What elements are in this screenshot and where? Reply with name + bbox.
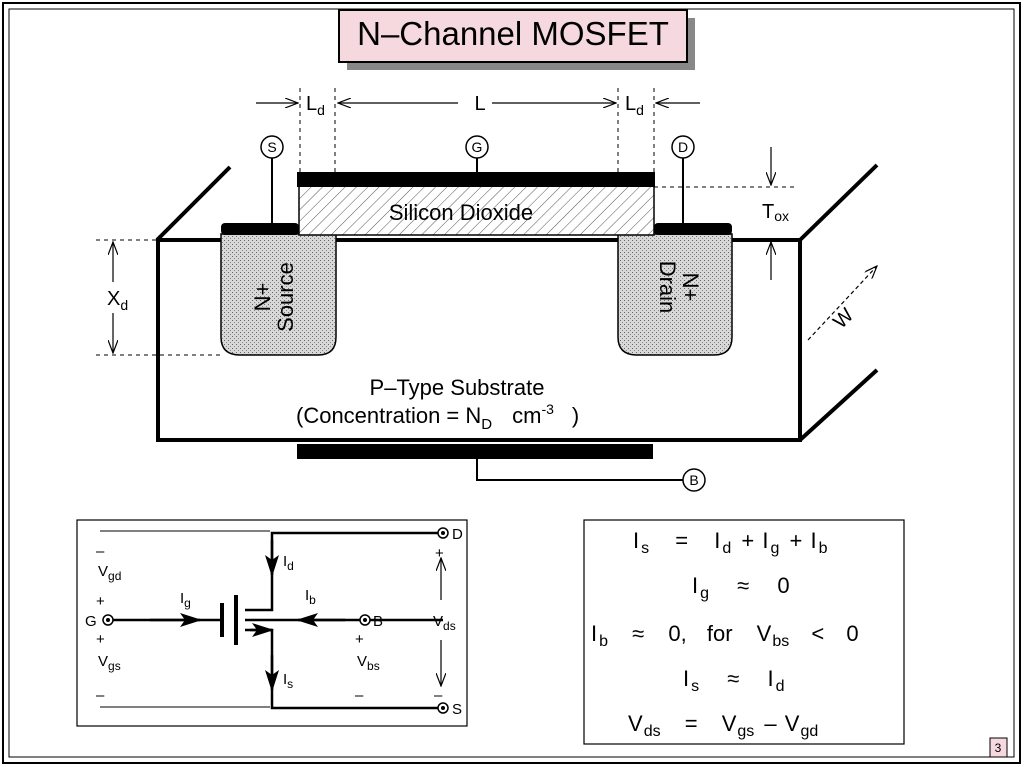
terminal-g-label: G — [472, 139, 483, 155]
silicon-dioxide — [298, 185, 655, 236]
current-arrows — [150, 540, 345, 692]
circuit-label-d: D — [452, 526, 463, 543]
terminal-d-label: D — [678, 139, 688, 155]
label-vds: Vds — [433, 613, 456, 633]
label-vgd: Vgd — [98, 563, 121, 583]
dim-l: L — [474, 93, 485, 115]
page-number-box: 3 — [989, 737, 1008, 758]
label-id: Id — [283, 553, 294, 573]
circuit-terminal-d: D — [437, 526, 463, 543]
page-number: 3 — [995, 741, 1002, 755]
drain-label-line1: N+ — [678, 273, 703, 302]
vgd-plus: + — [96, 593, 105, 610]
page-title: N–Channel MOSFET — [357, 15, 669, 52]
xd-label: Xd — [107, 288, 128, 313]
source-region — [220, 233, 337, 356]
width-label: W — [829, 304, 858, 333]
tox-label: Tox — [762, 201, 789, 224]
title-box: N–Channel MOSFET — [338, 9, 695, 70]
circuit-terminal-g: G — [85, 613, 114, 630]
vgd-minus: – — [96, 543, 105, 560]
width-arrow — [807, 266, 877, 341]
drain-label: N+ Drain — [655, 261, 703, 314]
vbs-minus: – — [355, 687, 364, 704]
dim-ld-right: Ld — [625, 93, 644, 118]
label-vgs: Vgs — [98, 653, 121, 673]
circuit-label-g: G — [85, 613, 97, 630]
label-ib: Ib — [305, 587, 316, 607]
terminal-b: B — [682, 468, 706, 492]
circuit-symbol: D S B G Id Ig Ib Is – Vgd + + Vgs – + Vd… — [76, 519, 468, 727]
vds-plus: + — [435, 545, 444, 562]
gate-electrode — [297, 172, 655, 187]
terminal-s-label: S — [267, 139, 276, 155]
terminal-s: S — [260, 135, 284, 159]
circuit-terminal-s: S — [437, 701, 462, 718]
substrate-line1: P–Type Substrate — [370, 375, 545, 400]
source-label-line2: Source — [273, 262, 298, 332]
terminal-b-label: B — [689, 472, 698, 488]
label-vbs: Vbs — [357, 653, 380, 673]
drain-contact — [654, 223, 732, 235]
terminal-d: D — [671, 135, 695, 159]
terminal-g: G — [465, 135, 489, 159]
body-contact — [297, 444, 653, 459]
mosfet-cross-section: Silicon Dioxide S G D B — [96, 88, 879, 492]
vgs-minus: – — [96, 687, 105, 704]
vgs-plus: + — [96, 631, 105, 648]
eq-5: Vds = Vgs – Vgd — [628, 711, 818, 741]
label-ig: Ig — [180, 590, 191, 610]
circuit-terminal-b: B — [359, 613, 383, 630]
source-label-line1: N+ — [250, 283, 275, 312]
vds-minus: – — [434, 687, 443, 704]
vbs-plus: + — [355, 631, 364, 648]
dim-ld-left: Ld — [306, 93, 325, 118]
circuit-label-b: B — [373, 613, 383, 630]
drain-label-line2: Drain — [655, 261, 680, 314]
circuit-label-s: S — [452, 701, 462, 718]
source-contact — [221, 223, 299, 235]
source-label: N+ Source — [250, 262, 298, 332]
oxide-label: Silicon Dioxide — [389, 200, 533, 225]
label-is: Is — [283, 671, 293, 691]
drain-region — [617, 233, 733, 356]
